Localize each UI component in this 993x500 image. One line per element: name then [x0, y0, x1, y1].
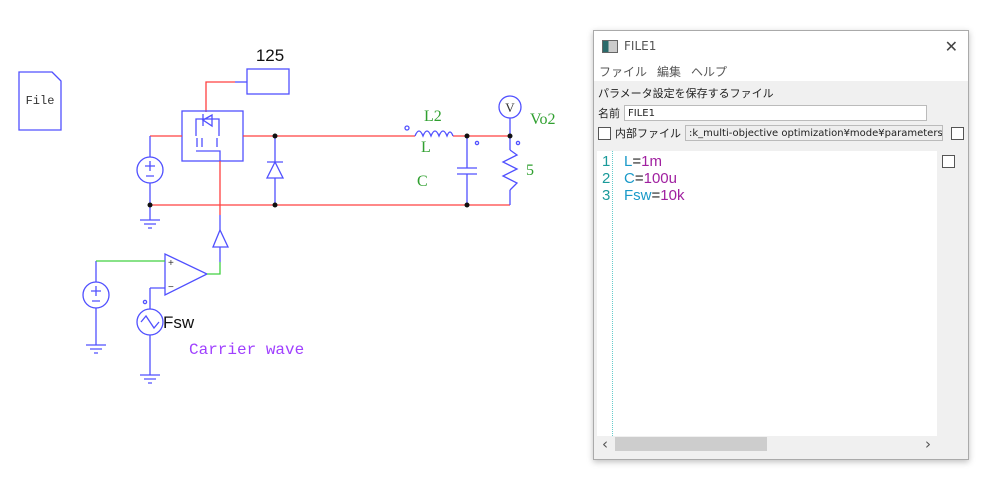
internal-file-checkbox[interactable]	[598, 126, 611, 140]
svg-text:−: −	[168, 282, 174, 293]
svg-text:L2: L2	[424, 108, 442, 125]
horizontal-scrollbar[interactable]: ‹ ›	[597, 435, 937, 453]
circuit-schematic[interactable]: File 125 L2 L C 5 Vo2 V + − Fsw Carrier …	[0, 0, 593, 500]
menu-help[interactable]: ヘルプ	[691, 64, 728, 79]
voltmeter[interactable]	[498, 95, 522, 119]
menu-edit[interactable]: 編集	[657, 64, 682, 79]
svg-text:5: 5	[526, 162, 534, 179]
line-number: 1	[602, 153, 611, 170]
path-input[interactable]: :k_multi-objective optimization¥mode¥par…	[685, 125, 943, 141]
description: パラメータ設定を保存するファイル	[598, 87, 774, 100]
svg-text:File: File	[26, 94, 55, 108]
line-number: 3	[602, 187, 611, 204]
svg-text:Fsw: Fsw	[163, 313, 195, 332]
sine-source[interactable]	[136, 299, 164, 336]
resistor[interactable]	[501, 140, 521, 191]
diode[interactable]	[265, 160, 285, 179]
dc-source-reference[interactable]	[82, 281, 110, 309]
menu-file[interactable]: ファイル	[599, 64, 648, 79]
ground-icon	[86, 344, 106, 354]
line-number: 2	[602, 170, 611, 187]
path-checkbox[interactable]	[951, 126, 964, 140]
scroll-right-button[interactable]: ›	[925, 435, 931, 453]
editor-checkbox[interactable]	[942, 155, 955, 168]
capacitor[interactable]	[457, 140, 480, 175]
close-button[interactable]: ✕	[944, 36, 958, 56]
mosfet-switch[interactable]	[181, 110, 244, 162]
menu-bar: ファイル 編集 ヘルプ	[594, 61, 968, 81]
comparator[interactable]	[164, 252, 209, 297]
svg-text:Vo2: Vo2	[530, 111, 556, 128]
buffer[interactable]	[212, 228, 230, 248]
window-title: FILE1	[624, 39, 657, 53]
svg-text:Carrier wave: Carrier wave	[189, 341, 304, 359]
window-icon	[602, 39, 618, 53]
code-line: L=1m	[624, 153, 662, 170]
svg-text:125: 125	[256, 46, 284, 65]
line-gutter	[597, 151, 613, 436]
svg-text:+: +	[168, 258, 174, 269]
ground-icon	[140, 219, 160, 229]
title-bar[interactable]: FILE1 ✕	[594, 31, 968, 61]
svg-text:C: C	[417, 173, 428, 190]
ground-icon	[140, 374, 160, 384]
file-block[interactable]: File	[18, 71, 62, 131]
scroll-left-button[interactable]: ‹	[602, 435, 608, 453]
code-editor[interactable]: 1 2 3 L=1m C=100u Fsw=10k	[597, 151, 937, 436]
gate-constant-block[interactable]: 125	[205, 46, 290, 112]
internal-file-label: 内部ファイル	[615, 127, 681, 140]
power-wires	[150, 135, 510, 215]
dc-source[interactable]	[136, 156, 164, 184]
svg-text:L: L	[421, 139, 431, 156]
scrollbar-thumb[interactable]	[615, 437, 767, 451]
inductor[interactable]	[404, 125, 454, 138]
code-line: Fsw=10k	[624, 187, 685, 204]
code-line: C=100u	[624, 170, 677, 187]
name-input[interactable]: FILE1	[624, 105, 927, 121]
svg-text:V: V	[505, 100, 515, 115]
name-label: 名前	[598, 107, 620, 120]
parameter-file-window: FILE1 ✕ ファイル 編集 ヘルプ パラメータ設定を保存するファイル 名前 …	[593, 30, 969, 460]
